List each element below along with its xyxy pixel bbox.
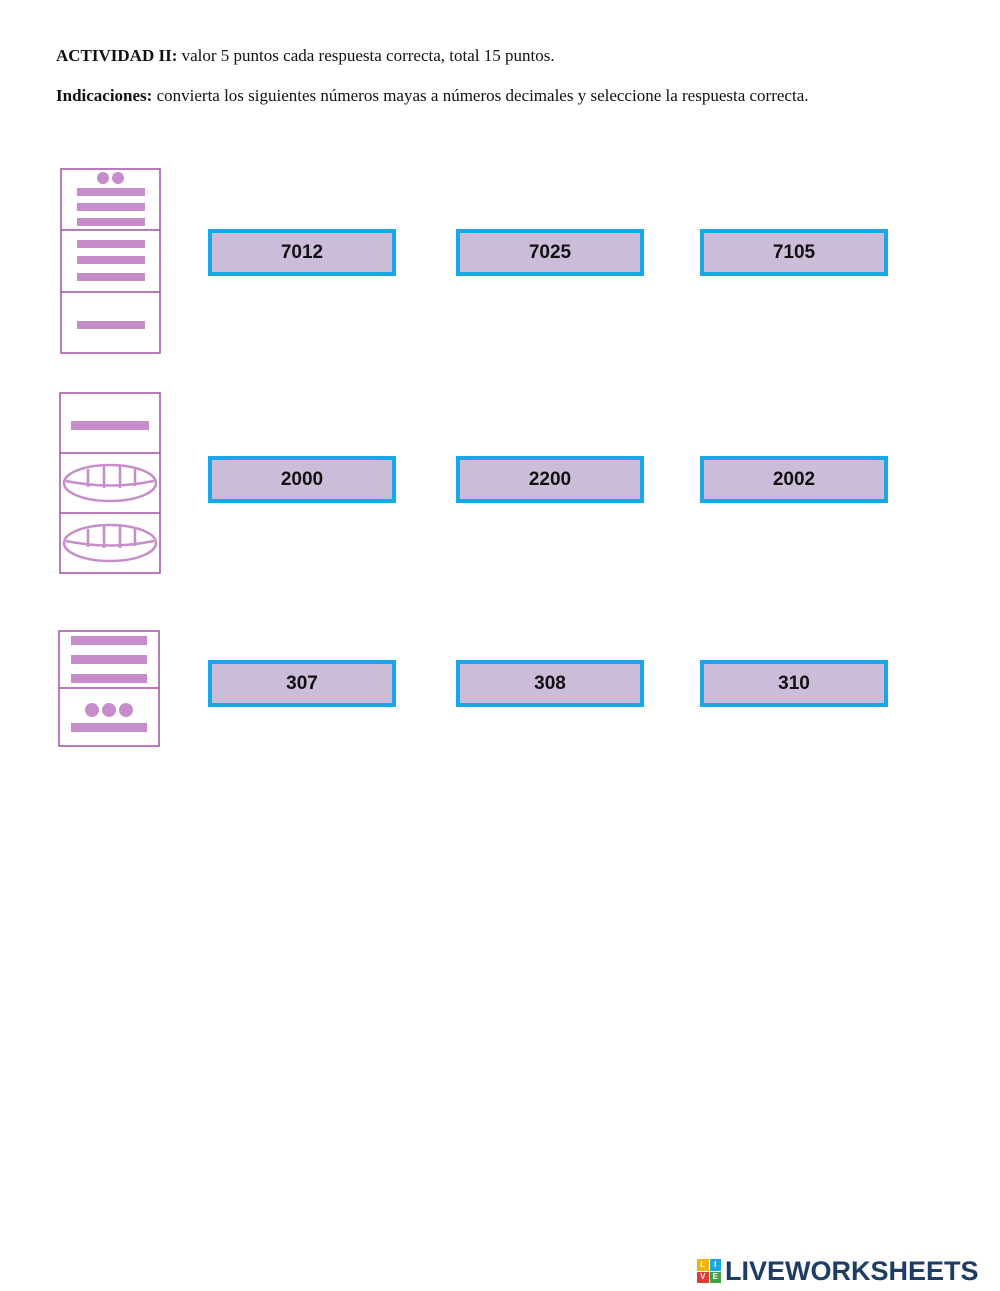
answer-option-q1-a[interactable]: 7012: [208, 229, 396, 276]
instructions: Indicaciones: convierta los siguientes n…: [56, 86, 809, 106]
mayan-dot: [97, 172, 109, 184]
answer-option-q2-a[interactable]: 2000: [208, 456, 396, 503]
mayan-bar: [71, 655, 147, 664]
activity-label: ACTIVIDAD II:: [56, 46, 178, 65]
mayan-bar: [71, 674, 147, 683]
mayan-shell-zero: [62, 463, 158, 503]
mayan-bar: [77, 240, 145, 248]
icon-letter-l: L: [697, 1259, 709, 1271]
icon-letter-v: V: [697, 1271, 709, 1283]
mayan-dot: [85, 703, 99, 717]
mayan-numeral-3: [58, 630, 160, 747]
mayan-dot: [119, 703, 133, 717]
mayan-bar: [71, 421, 149, 430]
activity-title: ACTIVIDAD II: valor 5 puntos cada respue…: [56, 46, 555, 66]
answer-option-q2-b[interactable]: 2200: [456, 456, 644, 503]
mayan-bar: [71, 636, 147, 645]
mayan-dot: [112, 172, 124, 184]
mayan-bar: [77, 321, 145, 329]
mayan-numerals-figure: [58, 168, 161, 747]
brand-name: LIVEWORKSHEETS: [725, 1255, 979, 1286]
answer-option-q2-c[interactable]: 2002: [700, 456, 888, 503]
mayan-shell-zero: [62, 523, 158, 563]
instructions-text: convierta los siguientes números mayas a…: [152, 86, 809, 105]
answer-option-q1-b[interactable]: 7025: [456, 229, 644, 276]
liveworksheets-logo: L I V E LIVEWORKSHEETS: [697, 1256, 979, 1286]
mayan-bar: [77, 256, 145, 264]
liveworksheets-icon: L I V E: [697, 1259, 721, 1283]
mayan-numeral-1: [60, 168, 161, 354]
answer-option-q3-b[interactable]: 308: [456, 660, 644, 707]
mayan-bar: [77, 188, 145, 196]
mayan-bar: [71, 723, 147, 732]
answer-option-q3-a[interactable]: 307: [208, 660, 396, 707]
mayan-bar: [77, 203, 145, 211]
activity-description: valor 5 puntos cada respuesta correcta, …: [177, 46, 555, 65]
mayan-bar: [77, 218, 145, 226]
icon-letter-e: E: [709, 1271, 721, 1283]
mayan-numeral-2: [59, 392, 161, 574]
instructions-label: Indicaciones:: [56, 86, 153, 105]
mayan-bar: [77, 273, 145, 281]
icon-letter-i: I: [709, 1259, 721, 1271]
mayan-dot: [102, 703, 116, 717]
answer-option-q1-c[interactable]: 7105: [700, 229, 888, 276]
answer-option-q3-c[interactable]: 310: [700, 660, 888, 707]
